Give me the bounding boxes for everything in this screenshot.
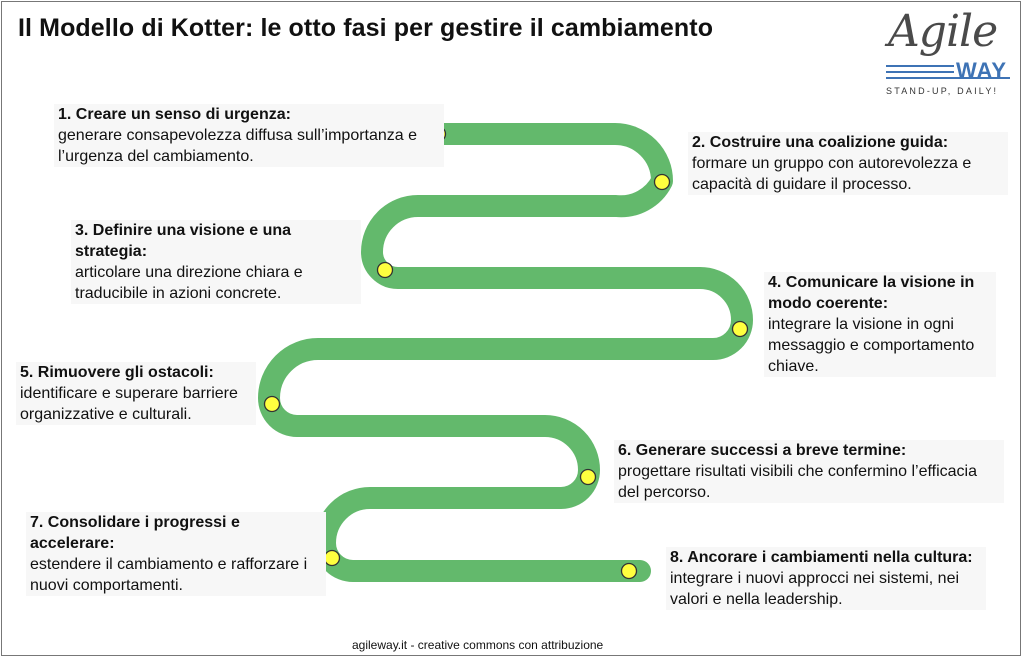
step-5: 5. Rimuovere gli ostacoli: identificare …	[16, 362, 256, 425]
step-5-marker	[263, 395, 281, 413]
step-5-title: 5. Rimuovere gli ostacoli:	[20, 364, 214, 381]
logo-tagline: STAND-UP, DAILY!	[886, 86, 999, 96]
step-1-title: 1. Creare un senso di urgenza:	[58, 106, 291, 123]
logo-line-3	[886, 77, 1010, 79]
step-7-title: 7. Consolidare i progressi e accelerare:	[30, 514, 240, 552]
logo-line-1	[886, 65, 954, 67]
page-title: Il Modello di Kotter: le otto fasi per g…	[18, 14, 714, 42]
step-7-marker	[323, 549, 341, 567]
step-8-title: 8. Ancorare i cambiamenti nella cultura:	[670, 549, 973, 566]
agile-way-logo: Agile WAY STAND-UP, DAILY!	[880, 8, 1015, 98]
footer-credit: agileway.it - creative commons con attri…	[352, 638, 604, 652]
step-3-marker	[376, 261, 394, 279]
step-6-marker	[579, 468, 597, 486]
step-7-description: estendere il cambiamento e rafforzare i …	[30, 556, 308, 594]
step-7: 7. Consolidare i progressi e accelerare:…	[26, 512, 326, 596]
step-2-marker	[653, 173, 671, 191]
step-4-title: 4. Comunicare la visione in modo coerent…	[768, 274, 975, 312]
step-2-title: 2. Costruire una coalizione guida:	[692, 134, 949, 151]
step-5-description: identificare e superare barriere organiz…	[20, 385, 238, 423]
logo-name: Agile	[888, 6, 998, 57]
step-3: 3. Definire una visione e una strategia:…	[71, 220, 361, 304]
step-1: 1. Creare un senso di urgenza: generare …	[54, 104, 444, 167]
logo-line-2	[886, 71, 954, 73]
step-2-description: formare un gruppo con autorevolezza e ca…	[692, 155, 972, 193]
step-4-description: integrare la visione in ogni messaggio e…	[768, 316, 975, 375]
step-2: 2. Costruire una coalizione guida: forma…	[688, 132, 1008, 195]
step-1-description: generare consapevolezza diffusa sull’imp…	[58, 127, 418, 165]
step-6-description: progettare risultati visibili che confer…	[618, 463, 977, 501]
step-4: 4. Comunicare la visione in modo coerent…	[764, 272, 996, 377]
step-6-title: 6. Generare successi a breve termine:	[618, 442, 907, 459]
step-6: 6. Generare successi a breve termine: pr…	[614, 440, 1004, 503]
step-8-description: integrare i nuovi approcci nei sistemi, …	[670, 570, 960, 608]
step-8-marker	[620, 562, 638, 580]
step-3-description: articolare una direzione chiara e traduc…	[75, 264, 303, 302]
step-8: 8. Ancorare i cambiamenti nella cultura:…	[666, 547, 986, 610]
step-4-marker	[731, 320, 749, 338]
winding-path	[258, 123, 753, 582]
logo-suffix: WAY	[956, 58, 1008, 83]
step-3-title: 3. Definire una visione e una strategia:	[75, 222, 292, 260]
